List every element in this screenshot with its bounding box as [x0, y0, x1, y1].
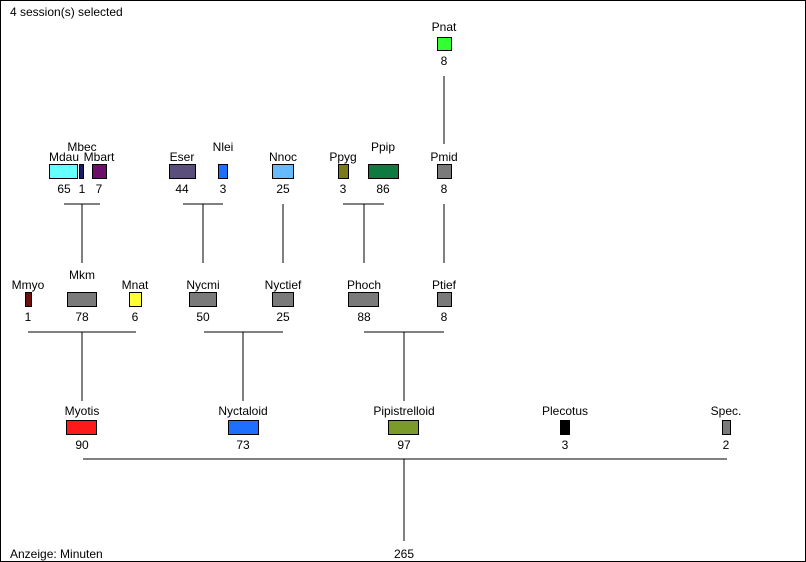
node-box-myotis[interactable]: [66, 420, 97, 435]
node-box-nlei[interactable]: [218, 164, 228, 179]
node-value-nyctief: 25: [276, 310, 290, 324]
node-label-nycmi: Nycmi: [186, 278, 220, 292]
node-label-pnat: Pnat: [431, 20, 457, 34]
node-value-myotis: 90: [75, 438, 89, 452]
node-value-ptief: 8: [440, 310, 448, 324]
node-label-mmyo: Mmyo: [11, 278, 45, 292]
node-label-ptief: Ptief: [431, 278, 457, 292]
node-box-mdau[interactable]: [49, 164, 78, 179]
node-value-eser: 44: [175, 182, 189, 196]
node-value-ppyg: 3: [339, 182, 347, 196]
node-label-spec: Spec.: [710, 404, 742, 418]
node-value-pipistrelloid: 97: [397, 438, 411, 452]
node-box-phoch[interactable]: [348, 292, 379, 307]
node-value-mmyo: 1: [24, 310, 32, 324]
node-box-pnat[interactable]: [437, 37, 452, 51]
node-label-phoch: Phoch: [346, 278, 382, 292]
node-box-mnat[interactable]: [129, 292, 142, 307]
node-value-pnat: 8: [440, 54, 448, 68]
node-value-mbec: 1: [78, 182, 86, 196]
node-box-eser[interactable]: [169, 164, 196, 179]
node-box-nyctaloid[interactable]: [228, 420, 259, 435]
node-label-plecotus: Plecotus: [541, 404, 589, 418]
node-label-pipistrelloid: Pipistrelloid: [373, 404, 435, 418]
node-value-phoch: 88: [357, 310, 371, 324]
node-label-myotis: Myotis: [64, 404, 100, 418]
node-value-plecotus: 3: [561, 438, 569, 452]
node-label-ppyg: Ppyg: [329, 150, 357, 164]
node-box-mbec[interactable]: [79, 164, 84, 179]
node-box-ppip[interactable]: [368, 164, 399, 179]
node-label-mkm: Mkm: [69, 268, 95, 282]
node-value-mdau: 65: [57, 182, 71, 196]
node-box-nyctief[interactable]: [272, 292, 294, 307]
node-box-pmid[interactable]: [437, 164, 452, 179]
node-label-ppip: Ppip: [370, 140, 396, 154]
node-value-mbart: 7: [95, 182, 103, 196]
node-label-nyctaloid: Nyctaloid: [218, 404, 268, 418]
node-box-ptief[interactable]: [437, 292, 452, 307]
node-value-ppip: 86: [376, 182, 390, 196]
node-box-ppyg[interactable]: [338, 164, 349, 179]
node-value-mnat: 6: [131, 310, 139, 324]
node-label-nlei: Nlei: [212, 140, 234, 154]
node-value-nycmi: 50: [196, 310, 210, 324]
root-total-value: 265: [393, 547, 415, 561]
node-box-mbart[interactable]: [92, 164, 107, 179]
node-label-mbart: Mbart: [83, 150, 115, 164]
node-value-nyctaloid: 73: [236, 438, 250, 452]
display-mode-label: Anzeige: Minuten: [10, 547, 103, 561]
node-box-plecotus[interactable]: [560, 420, 570, 435]
node-box-pipistrelloid[interactable]: [388, 420, 419, 435]
node-label-mbec: Mbec: [67, 140, 97, 154]
node-box-nnoc[interactable]: [272, 164, 294, 179]
node-label-pmid: Pmid: [430, 150, 458, 164]
node-value-nlei: 3: [219, 182, 227, 196]
node-box-mkm[interactable]: [67, 292, 97, 307]
node-value-nnoc: 25: [276, 182, 290, 196]
selection-status: 4 session(s) selected: [10, 5, 123, 19]
node-label-nyctief: Nyctief: [264, 278, 302, 292]
node-label-eser: Eser: [169, 150, 195, 164]
node-value-mkm: 78: [75, 310, 89, 324]
node-label-mnat: Mnat: [121, 278, 149, 292]
node-box-nycmi[interactable]: [189, 292, 217, 307]
node-label-nnoc: Nnoc: [268, 150, 298, 164]
node-value-pmid: 8: [440, 182, 448, 196]
node-value-spec: 2: [722, 438, 730, 452]
node-box-mmyo[interactable]: [25, 292, 32, 307]
node-box-spec[interactable]: [722, 420, 731, 435]
node-label-mdau: Mdau: [48, 150, 80, 164]
